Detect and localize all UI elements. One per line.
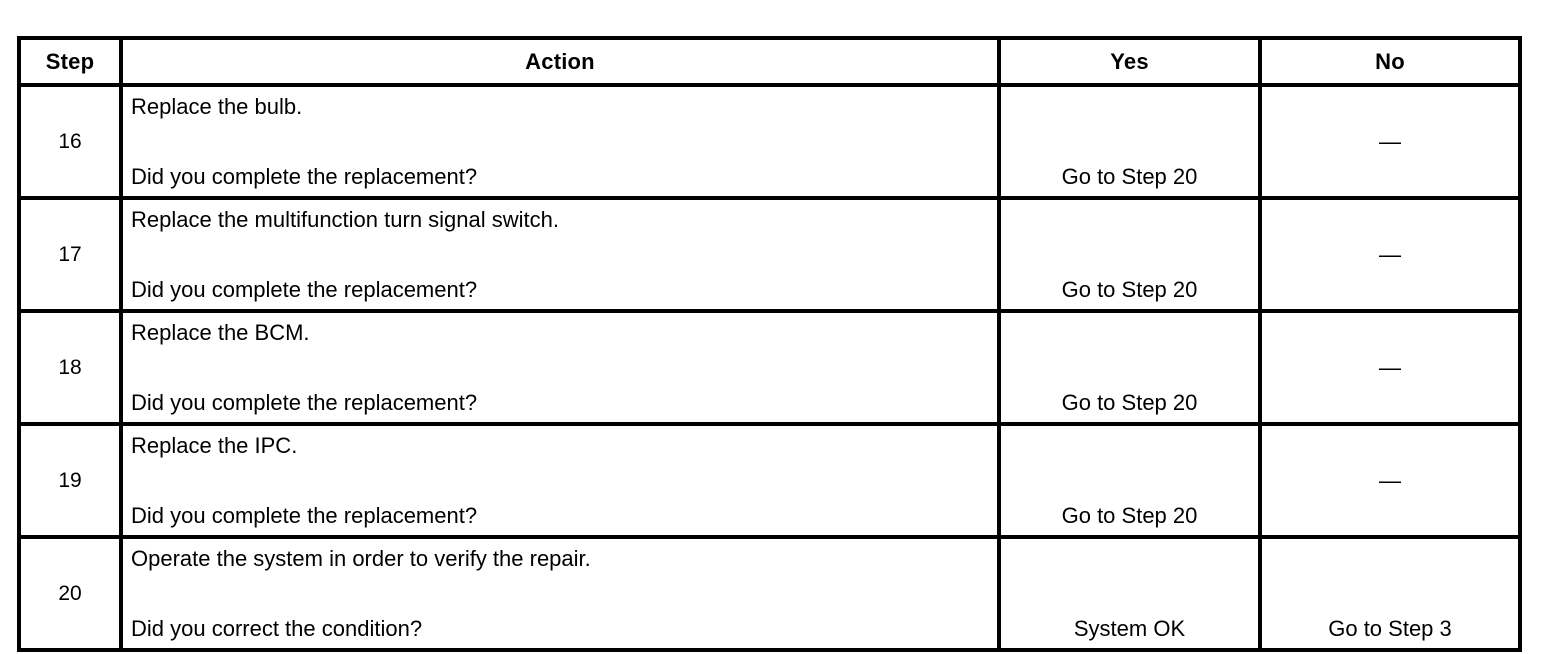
yes-content: System OK bbox=[1001, 543, 1258, 644]
table-row: 20 Operate the system in order to verify… bbox=[17, 535, 1522, 652]
yes-answer: Go to Step 20 bbox=[1061, 164, 1198, 189]
no-answer: Go to Step 3 bbox=[1328, 616, 1452, 641]
action-content: Replace the BCM. Did you complete the re… bbox=[123, 317, 997, 418]
action-instruction: Replace the IPC. bbox=[131, 433, 298, 458]
yes-content: Go to Step 20 bbox=[1001, 91, 1258, 192]
yes-answer: Go to Step 20 bbox=[1061, 390, 1198, 415]
table-row: 18 Replace the BCM. Did you complete the… bbox=[17, 309, 1522, 426]
no-content: Go to Step 3 bbox=[1262, 543, 1518, 644]
action-instruction: Replace the BCM. bbox=[131, 320, 310, 345]
yes-cell: Go to Step 20 bbox=[997, 422, 1262, 539]
yes-cell: Go to Step 20 bbox=[997, 196, 1262, 313]
column-header-step: Step bbox=[17, 36, 123, 87]
table-row: 16 Replace the bulb. Did you complete th… bbox=[17, 83, 1522, 200]
action-question: Did you complete the replacement? bbox=[131, 164, 478, 189]
table-header: Step Action Yes No bbox=[17, 36, 1522, 87]
no-answer: — bbox=[1379, 467, 1401, 493]
yes-cell: Go to Step 20 bbox=[997, 83, 1262, 200]
action-cell: Replace the bulb. Did you complete the r… bbox=[119, 83, 1001, 200]
column-header-action: Action bbox=[119, 36, 1001, 87]
yes-answer: Go to Step 20 bbox=[1061, 277, 1198, 302]
column-header-no: No bbox=[1258, 36, 1522, 87]
action-content: Operate the system in order to verify th… bbox=[123, 543, 997, 644]
no-content: — bbox=[1262, 204, 1518, 305]
action-question: Did you complete the replacement? bbox=[131, 390, 478, 415]
step-number-cell: 17 bbox=[17, 196, 123, 313]
action-cell: Operate the system in order to verify th… bbox=[119, 535, 1001, 652]
no-cell: Go to Step 3 bbox=[1258, 535, 1522, 652]
no-answer: — bbox=[1379, 128, 1401, 154]
no-answer: — bbox=[1379, 241, 1401, 267]
yes-content: Go to Step 20 bbox=[1001, 430, 1258, 531]
header-row: Step Action Yes No bbox=[17, 36, 1522, 87]
action-cell: Replace the BCM. Did you complete the re… bbox=[119, 309, 1001, 426]
step-number-cell: 16 bbox=[17, 83, 123, 200]
yes-content: Go to Step 20 bbox=[1001, 204, 1258, 305]
table-row: 19 Replace the IPC. Did you complete the… bbox=[17, 422, 1522, 539]
no-content: — bbox=[1262, 430, 1518, 531]
no-content: — bbox=[1262, 91, 1518, 192]
action-instruction: Replace the bulb. bbox=[131, 94, 303, 119]
action-content: Replace the bulb. Did you complete the r… bbox=[123, 91, 997, 192]
no-cell: — bbox=[1258, 422, 1522, 539]
step-number-cell: 20 bbox=[17, 535, 123, 652]
diagnostic-step-table: Step Action Yes No 16 Replace the bulb. … bbox=[17, 36, 1522, 652]
no-cell: — bbox=[1258, 309, 1522, 426]
action-question: Did you correct the condition? bbox=[131, 616, 423, 641]
yes-content: Go to Step 20 bbox=[1001, 317, 1258, 418]
no-cell: — bbox=[1258, 196, 1522, 313]
table-body: 16 Replace the bulb. Did you complete th… bbox=[17, 83, 1522, 652]
yes-cell: Go to Step 20 bbox=[997, 309, 1262, 426]
table-row: 17 Replace the multifunction turn signal… bbox=[17, 196, 1522, 313]
step-number-cell: 18 bbox=[17, 309, 123, 426]
yes-answer: Go to Step 20 bbox=[1061, 503, 1198, 528]
yes-cell: System OK bbox=[997, 535, 1262, 652]
no-content: — bbox=[1262, 317, 1518, 418]
action-question: Did you complete the replacement? bbox=[131, 503, 478, 528]
action-cell: Replace the multifunction turn signal sw… bbox=[119, 196, 1001, 313]
step-number-cell: 19 bbox=[17, 422, 123, 539]
no-cell: — bbox=[1258, 83, 1522, 200]
action-cell: Replace the IPC. Did you complete the re… bbox=[119, 422, 1001, 539]
no-answer: — bbox=[1379, 354, 1401, 380]
action-instruction: Replace the multifunction turn signal sw… bbox=[131, 207, 559, 232]
action-question: Did you complete the replacement? bbox=[131, 277, 478, 302]
column-header-yes: Yes bbox=[997, 36, 1262, 87]
action-content: Replace the multifunction turn signal sw… bbox=[123, 204, 997, 305]
yes-answer: System OK bbox=[1073, 616, 1186, 641]
action-content: Replace the IPC. Did you complete the re… bbox=[123, 430, 997, 531]
action-instruction: Operate the system in order to verify th… bbox=[131, 546, 591, 571]
